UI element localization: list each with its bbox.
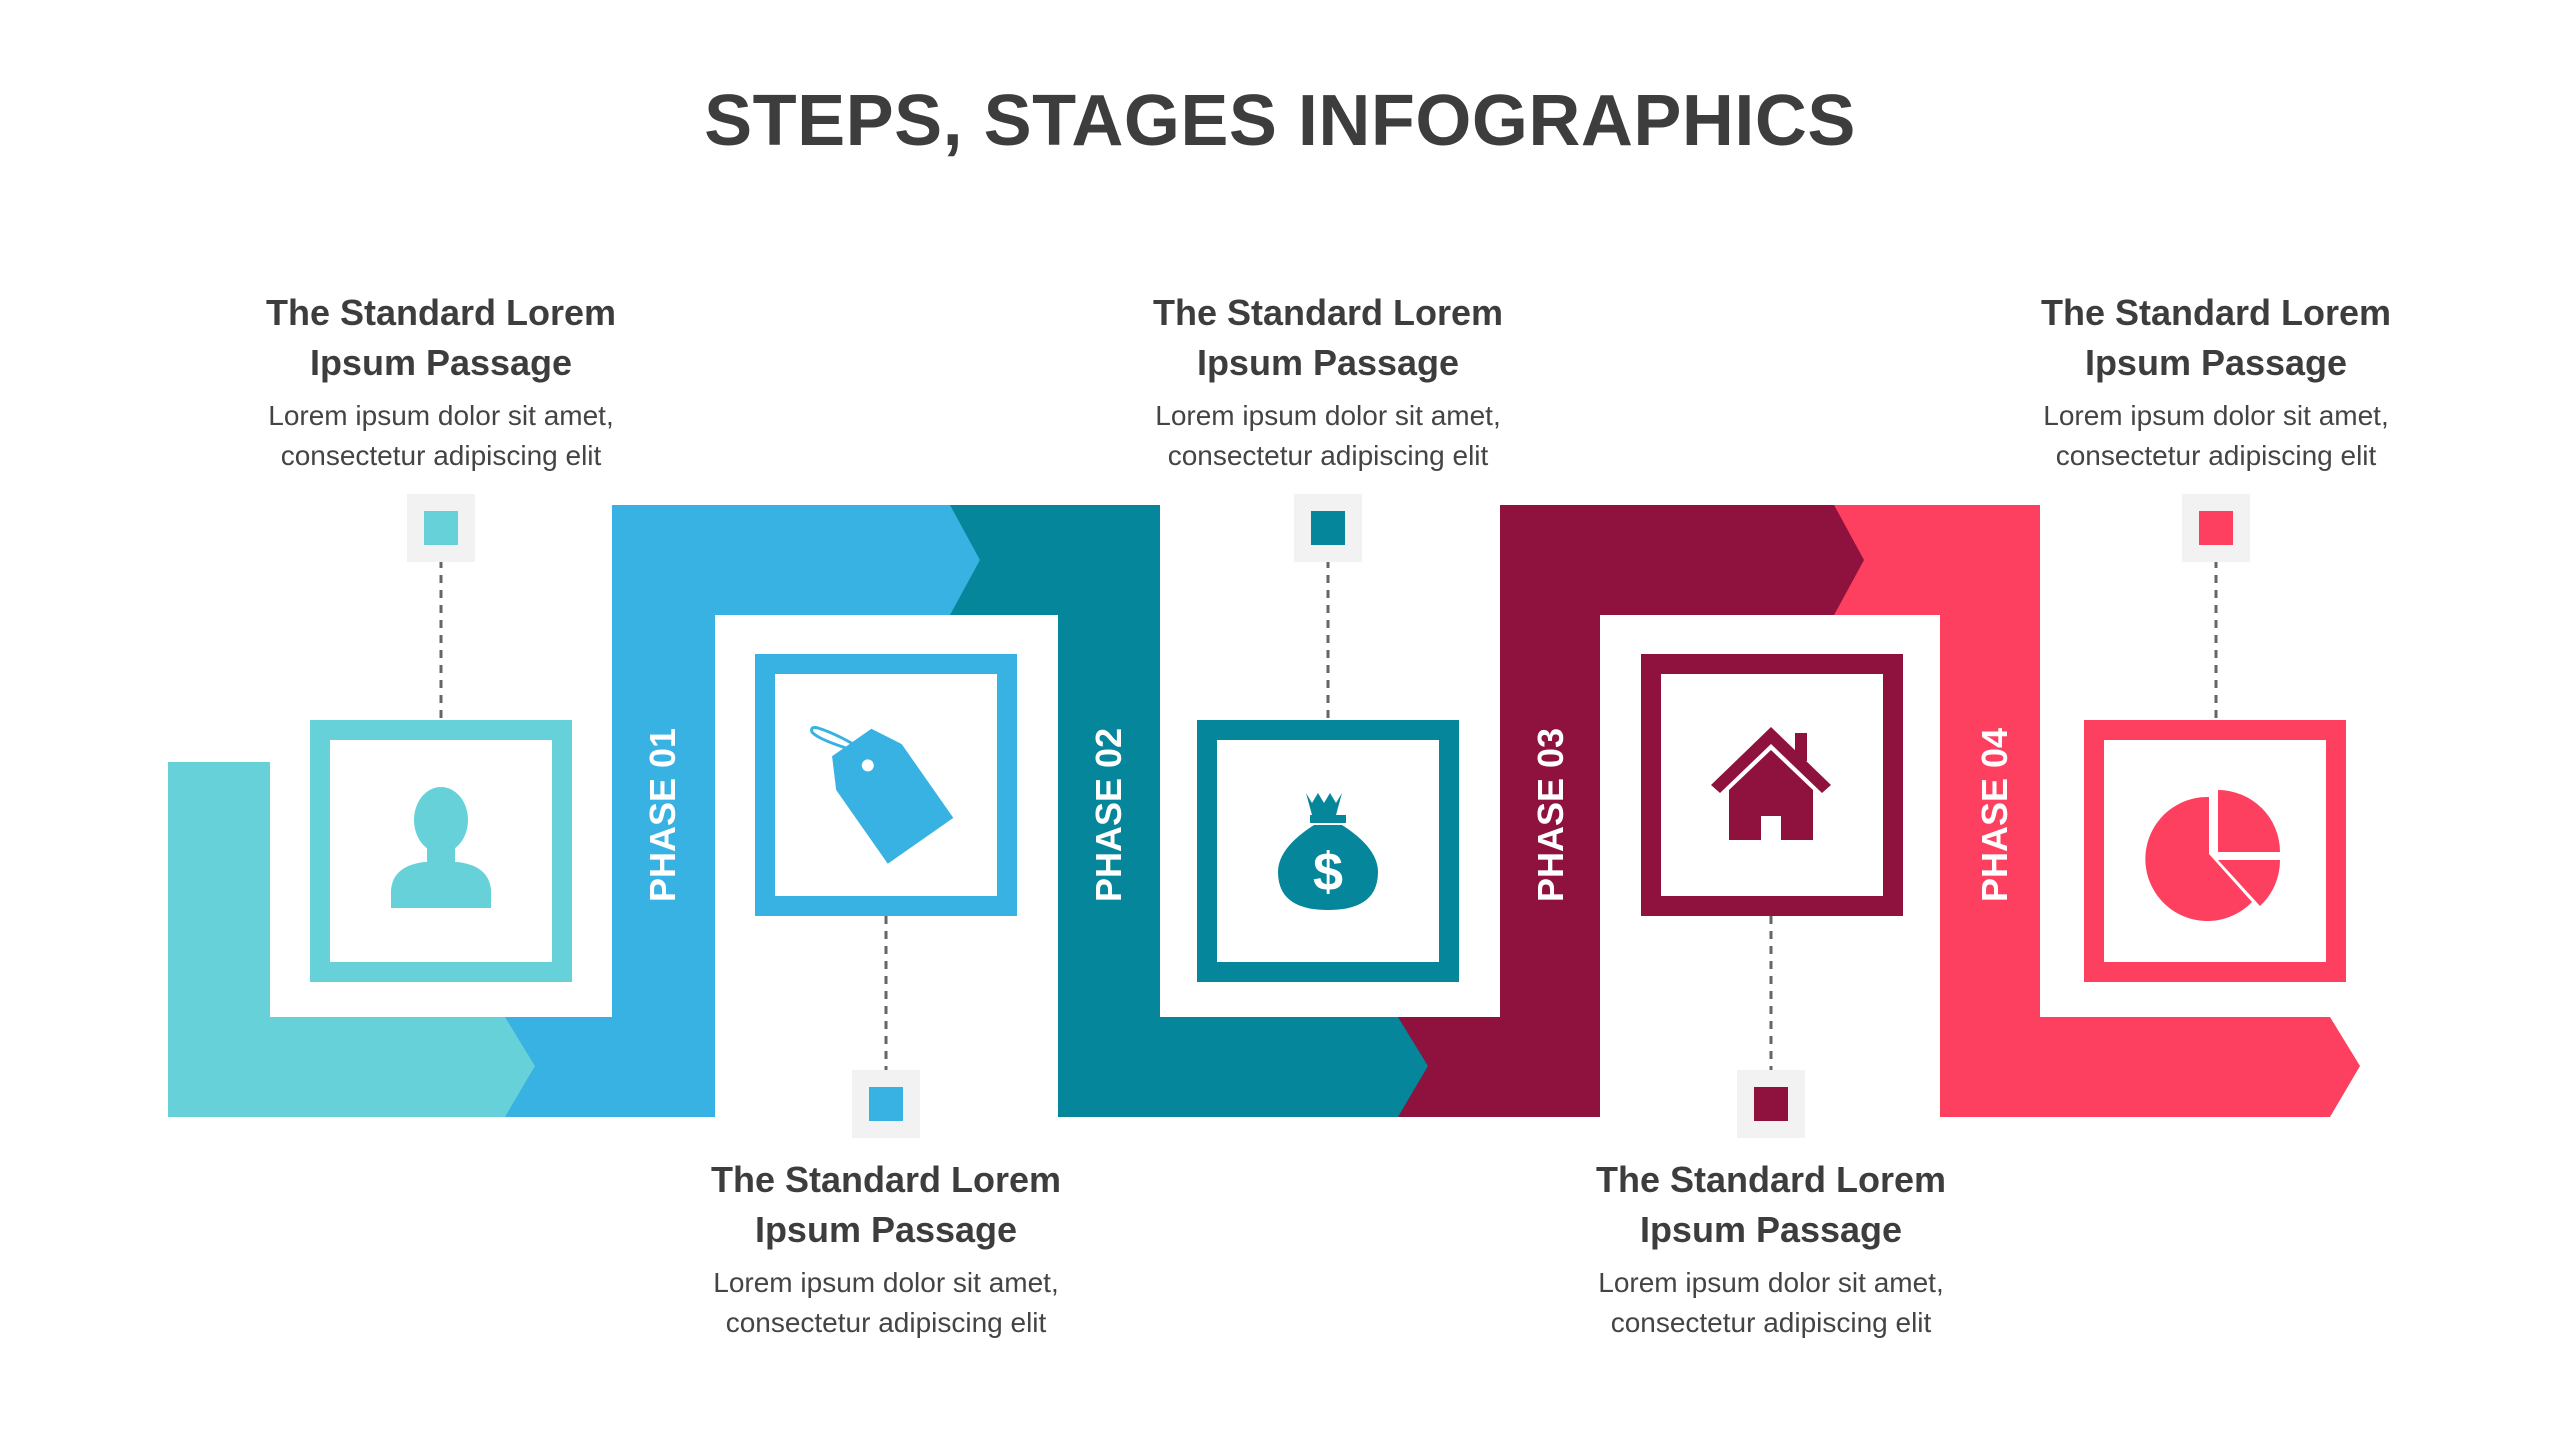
phase-01-band — [505, 505, 980, 1117]
start-band — [168, 762, 535, 1117]
block-heading: The Standard Lorem Ipsum Passage — [2040, 292, 2392, 383]
marker — [407, 494, 475, 562]
user-icon — [391, 787, 491, 908]
marker — [2182, 494, 2250, 562]
block-heading: The Standard Lorem Ipsum Passage — [1152, 292, 1504, 383]
block-body: Lorem ipsum dolor sit amet, consectetur … — [2043, 400, 2389, 471]
pie-chart-icon — [2145, 790, 2281, 921]
phase-label: PHASE 04 — [1974, 728, 2015, 902]
text-block: The Standard Lorem Ipsum Passage Lorem i… — [1986, 288, 2446, 476]
block-heading: The Standard Lorem Ipsum Passage — [710, 1159, 1062, 1250]
text-block: The Standard Lorem Ipsum Passage Lorem i… — [1541, 1155, 2001, 1343]
phase-03-band — [1398, 505, 1864, 1117]
phase-label: PHASE 02 — [1088, 728, 1129, 902]
block-body: Lorem ipsum dolor sit amet, consectetur … — [1598, 1267, 1944, 1338]
block-heading: The Standard Lorem Ipsum Passage — [1595, 1159, 1947, 1250]
block-body: Lorem ipsum dolor sit amet, consectetur … — [713, 1267, 1059, 1338]
money-bag-icon: $ — [1278, 793, 1378, 910]
marker — [1294, 494, 1362, 562]
block-heading: The Standard Lorem Ipsum Passage — [265, 292, 617, 383]
block-body: Lorem ipsum dolor sit amet, consectetur … — [268, 400, 614, 471]
text-block: The Standard Lorem Ipsum Passage Lorem i… — [1098, 288, 1558, 476]
phase-02-band — [950, 505, 1428, 1117]
price-tag-icon — [810, 726, 954, 864]
marker — [1737, 1070, 1805, 1138]
home-icon — [1711, 727, 1831, 840]
text-block: The Standard Lorem Ipsum Passage Lorem i… — [656, 1155, 1116, 1343]
block-body: Lorem ipsum dolor sit amet, consectetur … — [1155, 400, 1501, 471]
phase-04-band — [1834, 505, 2360, 1117]
phase-label: PHASE 01 — [642, 728, 683, 902]
phase-label: PHASE 03 — [1530, 728, 1571, 902]
slide-title: STEPS, STAGES INFOGRAPHICS — [704, 81, 1856, 161]
text-block: The Standard Lorem Ipsum Passage Lorem i… — [211, 288, 671, 476]
marker — [852, 1070, 920, 1138]
svg-text:$: $ — [1313, 842, 1343, 902]
